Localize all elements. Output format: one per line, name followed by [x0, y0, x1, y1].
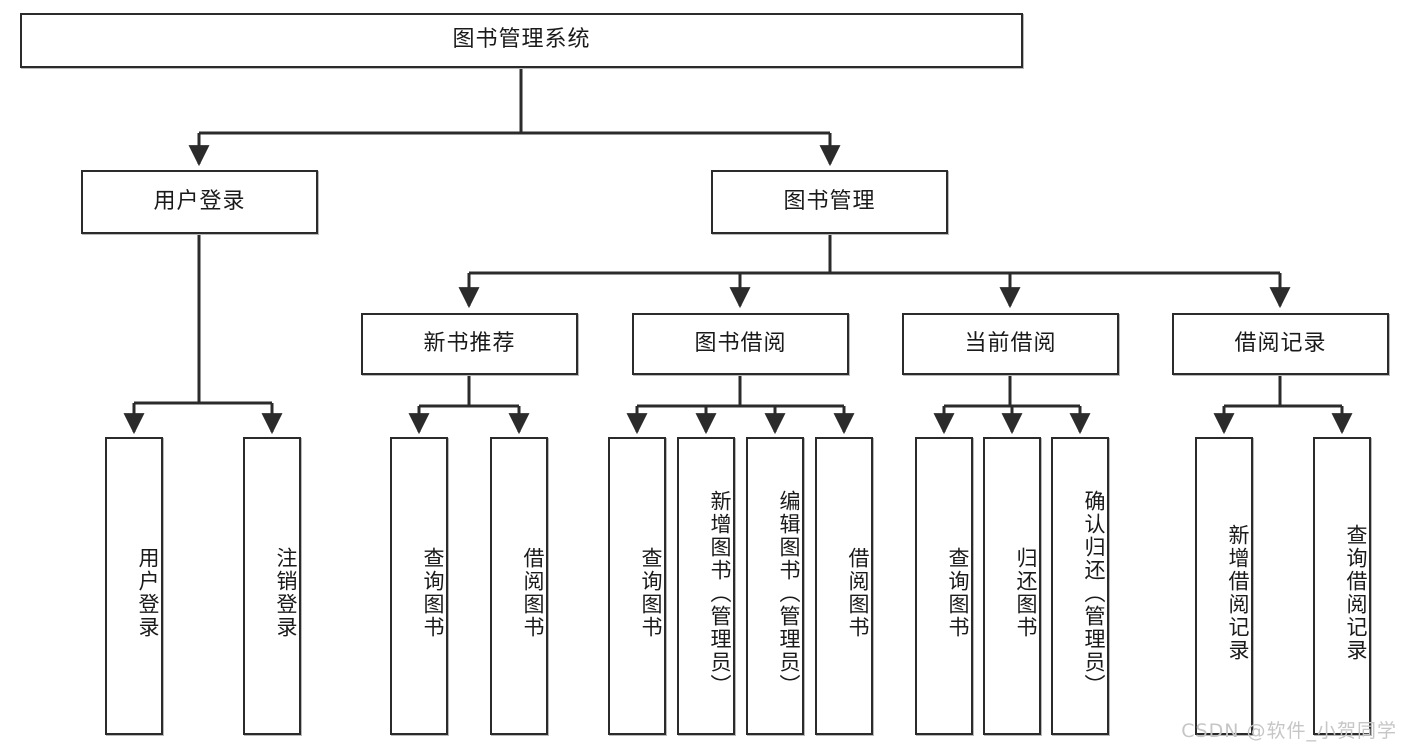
- leaf-book-borrow-3-label: 编辑图书（管理员）: [777, 489, 801, 697]
- node-new-book-recommend-label: 新书推荐: [423, 330, 516, 356]
- node-current-borrow-label: 当前借阅: [964, 330, 1057, 356]
- leaf-book-borrow-1[interactable]: 查询图书: [608, 437, 666, 735]
- leaf-current-borrow-3[interactable]: 确认归还（管理员）: [1051, 437, 1109, 735]
- leaf-book-borrow-1-label: 查询图书: [639, 547, 663, 639]
- leaf-current-borrow-2-label: 归还图书: [1014, 547, 1038, 639]
- node-borrow-records[interactable]: 借阅记录: [1172, 313, 1389, 375]
- leaf-new-book-1-label: 查询图书: [421, 547, 445, 639]
- leaf-borrow-records-2[interactable]: 查询借阅记录: [1313, 437, 1371, 735]
- node-root[interactable]: 图书管理系统: [20, 13, 1023, 68]
- csdn-watermark: CSDN @软件_小贺同学: [1181, 720, 1397, 742]
- node-borrow-records-label: 借阅记录: [1234, 330, 1327, 356]
- node-root-label: 图书管理系统: [452, 27, 591, 53]
- node-user-login[interactable]: 用户登录: [81, 170, 318, 234]
- node-book-manage-label: 图书管理: [783, 188, 876, 214]
- leaf-user-login-1-label: 用户登录: [136, 547, 160, 639]
- leaf-book-borrow-4-label: 借阅图书: [846, 547, 870, 639]
- leaf-new-book-2-label: 借阅图书: [521, 547, 545, 639]
- node-user-login-label: 用户登录: [153, 188, 246, 214]
- leaf-new-book-2[interactable]: 借阅图书: [490, 437, 548, 735]
- leaf-borrow-records-2-label: 查询借阅记录: [1344, 524, 1368, 662]
- leaf-current-borrow-1-label: 查询图书: [946, 547, 970, 639]
- leaf-borrow-records-1-label: 新增借阅记录: [1226, 524, 1250, 662]
- leaf-book-borrow-2[interactable]: 新增图书（管理员）: [677, 437, 735, 735]
- leaf-book-borrow-4[interactable]: 借阅图书: [815, 437, 873, 735]
- node-new-book-recommend[interactable]: 新书推荐: [361, 313, 578, 375]
- leaf-user-login-2[interactable]: 注销登录: [243, 437, 301, 735]
- leaf-borrow-records-1[interactable]: 新增借阅记录: [1195, 437, 1253, 735]
- node-book-borrow-label: 图书借阅: [694, 330, 787, 356]
- leaf-book-borrow-3[interactable]: 编辑图书（管理员）: [746, 437, 804, 735]
- node-book-manage[interactable]: 图书管理: [711, 170, 948, 234]
- leaf-current-borrow-1[interactable]: 查询图书: [915, 437, 973, 735]
- leaf-user-login-2-label: 注销登录: [274, 547, 298, 639]
- leaf-current-borrow-2[interactable]: 归还图书: [983, 437, 1041, 735]
- node-book-borrow[interactable]: 图书借阅: [632, 313, 849, 375]
- leaf-new-book-1[interactable]: 查询图书: [390, 437, 448, 735]
- leaf-user-login-1[interactable]: 用户登录: [105, 437, 163, 735]
- leaf-book-borrow-2-label: 新增图书（管理员）: [708, 489, 732, 697]
- leaf-current-borrow-3-label: 确认归还（管理员）: [1082, 489, 1106, 697]
- node-current-borrow[interactable]: 当前借阅: [902, 313, 1119, 375]
